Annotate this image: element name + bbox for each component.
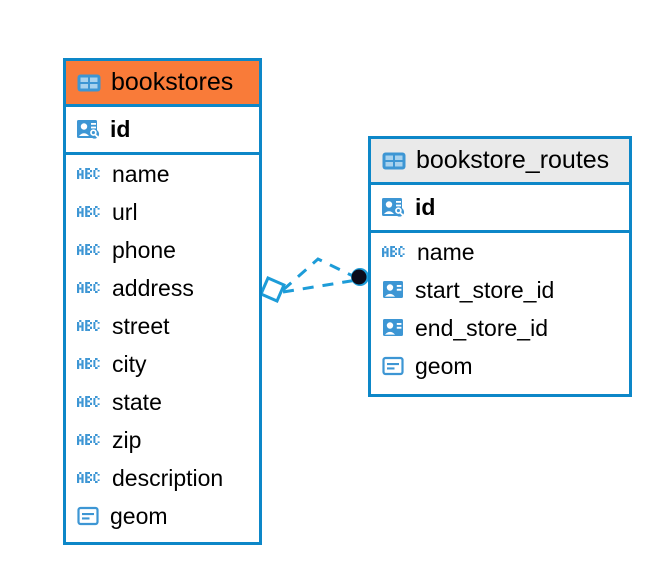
field-label: address [112,274,194,301]
table-icon [76,70,102,96]
field-label: url [112,198,138,225]
geometry-icon [76,503,102,529]
abc-text-icon [76,275,104,301]
field-row-name[interactable]: name [371,233,629,271]
field-label: phone [112,236,176,263]
field-row-street[interactable]: street [66,307,259,345]
field-row-start-store-id[interactable]: start_store_id [371,271,629,309]
field-row-geom[interactable]: geom [66,497,259,535]
entity-bookstores[interactable]: bookstores id [63,58,262,545]
field-row-description[interactable]: description [66,459,259,497]
field-label: end_store_id [415,314,548,341]
entity-header-bookstore-routes[interactable]: bookstore_routes [371,139,629,185]
abc-text-icon [76,351,104,377]
primary-key-section: id [371,185,629,233]
primary-key-section: id [66,107,259,155]
field-row-url[interactable]: url [66,193,259,231]
primary-key-icon [76,117,102,143]
fields-section-bookstore-routes: name start_store_id [371,233,629,385]
field-label: geom [415,352,473,379]
field-row-name[interactable]: name [66,155,259,193]
abc-text-icon [381,239,409,265]
entity-title: bookstore_routes [416,146,610,174]
field-label: geom [110,502,168,529]
abc-text-icon [76,389,104,415]
field-row-city[interactable]: city [66,345,259,383]
diamond-marker [259,276,286,303]
field-row-end-store-id[interactable]: end_store_id [371,309,629,347]
filled-circle-marker [351,268,369,286]
field-label: id [415,194,436,220]
primary-key-icon [381,195,407,221]
abc-text-icon [76,465,104,491]
field-row-address[interactable]: address [66,269,259,307]
field-label: description [112,464,224,491]
field-row-phone[interactable]: phone [66,231,259,269]
field-label: city [112,350,147,377]
foreign-key-icon [381,315,407,341]
field-row-zip[interactable]: zip [66,421,259,459]
relationship-line-lower [282,278,358,294]
field-label: zip [112,426,142,453]
field-label: name [112,160,170,187]
geometry-icon [381,353,407,379]
table-icon [381,148,407,174]
field-row-state[interactable]: state [66,383,259,421]
field-label: start_store_id [415,276,555,303]
field-label: state [112,388,162,415]
entity-header-bookstores[interactable]: bookstores [66,61,259,107]
field-label: id [110,116,131,142]
entity-title: bookstores [111,68,234,96]
abc-text-icon [76,313,104,339]
field-row-id[interactable]: id [66,107,259,152]
abc-text-icon [76,237,104,263]
abc-text-icon [76,427,104,453]
field-row-id[interactable]: id [371,185,629,230]
field-row-geom[interactable]: geom [371,347,629,385]
field-label: street [112,312,170,339]
abc-text-icon [76,161,104,187]
fields-section-bookstores: name [66,155,259,535]
entity-bookstore-routes[interactable]: bookstore_routes [368,136,632,397]
field-label: name [417,238,475,265]
foreign-key-icon [381,277,407,303]
relationship-line-upper [282,257,358,292]
abc-text-icon [76,199,104,225]
